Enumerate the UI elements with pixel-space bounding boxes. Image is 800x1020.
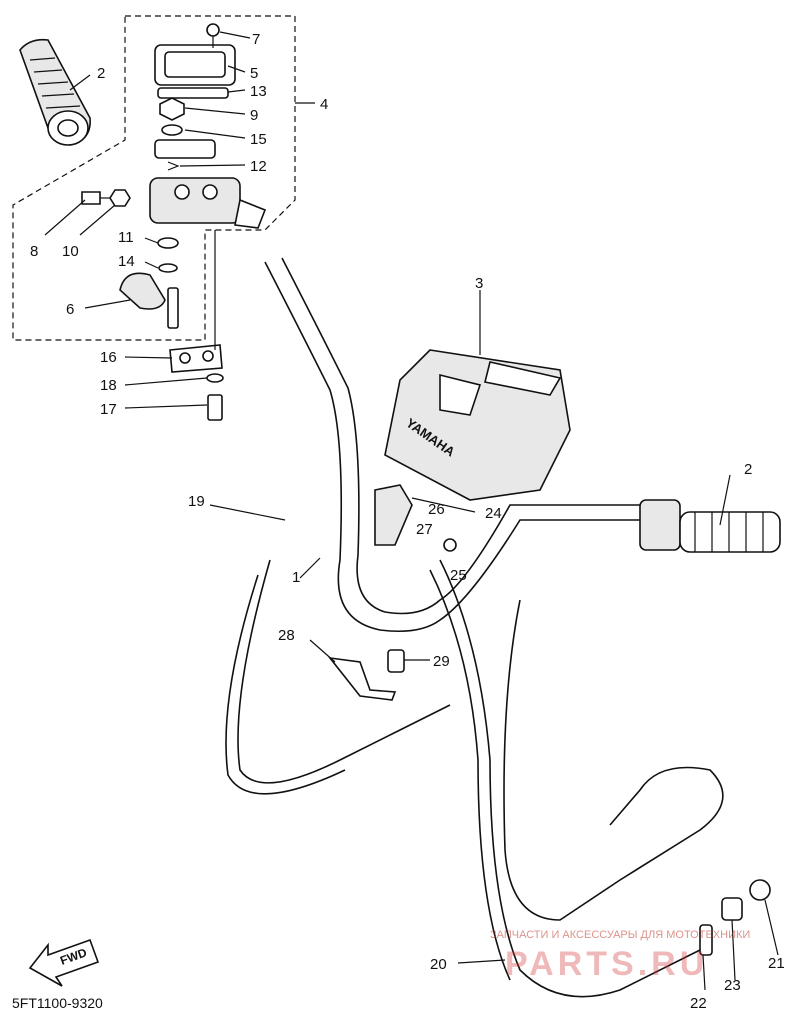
label-part-22: 22 (690, 995, 707, 1012)
small-parts-21-23 (699, 879, 771, 956)
label-part-18: 18 (100, 377, 117, 394)
label-part-7: 7 (252, 31, 260, 48)
label-part-13: 13 (250, 83, 267, 100)
label-part-14: 14 (118, 253, 135, 270)
label-part-24: 24 (485, 505, 502, 522)
label-part-27: 27 (416, 521, 433, 538)
forward-arrow-icon: FWD (28, 938, 100, 987)
label-part-28: 28 (278, 627, 295, 644)
label-part-21: 21 (768, 955, 785, 972)
label-part-3: 3 (475, 275, 483, 292)
label-part-11: 11 (118, 229, 134, 246)
label-part-10: 10 (62, 243, 79, 260)
label-part-4: 4 (320, 96, 328, 113)
cable-20 (439, 559, 701, 998)
label-part-6: 6 (66, 301, 74, 318)
watermark-text: ЗАПЧАСТИ И АКСЕССУАРЫ ДЛЯ МОТОТЕХНИКИ (490, 929, 750, 941)
assembly-outline (12, 15, 296, 341)
bracket-parts (328, 484, 457, 701)
left-grip-part (19, 38, 91, 146)
label-part-12: 12 (250, 158, 267, 175)
handlebar-cover-part: YAMAHA (384, 349, 571, 501)
label-part-2-left: 2 (97, 65, 105, 82)
handlebar-part (264, 257, 640, 633)
label-part-5: 5 (250, 65, 258, 82)
lever-bracket-parts (81, 23, 267, 421)
label-part-26: 26 (428, 501, 445, 518)
label-part-29: 29 (433, 653, 450, 670)
label-part-9: 9 (250, 107, 258, 124)
watermark-logo: PARTS.RU (505, 945, 708, 983)
leader-lines (44, 31, 779, 991)
label-part-16: 16 (100, 349, 117, 366)
label-part-23: 23 (724, 977, 741, 994)
label-part-2-right: 2 (744, 461, 752, 478)
label-part-20: 20 (430, 956, 447, 973)
label-part-17: 17 (100, 401, 117, 418)
label-part-8: 8 (30, 243, 38, 260)
label-part-1: 1 (292, 569, 300, 586)
right-grip-part (639, 499, 781, 553)
diagram-code: 5FT1100-9320 (12, 995, 103, 1011)
label-part-25: 25 (450, 567, 467, 584)
label-part-15: 15 (250, 131, 267, 148)
cable-19 (237, 559, 451, 784)
label-part-19: 19 (188, 493, 205, 510)
